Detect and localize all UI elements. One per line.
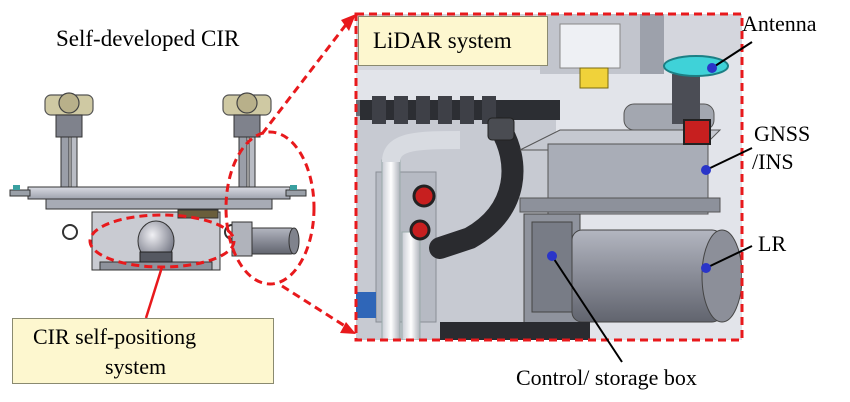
cir-pointer-line (144, 266, 164, 319)
gnss-label-line2: /INS (752, 149, 794, 174)
pointer-dots (547, 63, 717, 273)
robot-drawing (9, 92, 307, 271)
cir-label-line1: CIR self-positiong (33, 324, 197, 349)
antenna-dot (707, 63, 717, 73)
lidar-label: LiDAR system (373, 28, 512, 53)
lidar-callout-ellipse (224, 130, 316, 286)
lr-dot (701, 263, 711, 273)
lidar-label-box: LiDAR system (358, 16, 548, 66)
gnss-dot (701, 165, 711, 175)
control-box-dot (547, 251, 557, 261)
detail-render (356, 14, 742, 340)
zoom-connectors (260, 21, 350, 330)
cir-label-line2: system (105, 354, 167, 379)
detail-frame (354, 12, 744, 342)
pointer-lines (551, 41, 753, 363)
lr-label: LR (758, 231, 787, 256)
left-wheel-assembly (44, 92, 94, 188)
figure-title: Self-developed CIR (56, 26, 240, 51)
cir-label-box: CIR self-positiong system (12, 318, 274, 384)
gnss-label-line1: GNSS (754, 121, 811, 146)
antenna-label: Antenna (742, 11, 817, 36)
control-box-label: Control/ storage box (516, 365, 697, 390)
